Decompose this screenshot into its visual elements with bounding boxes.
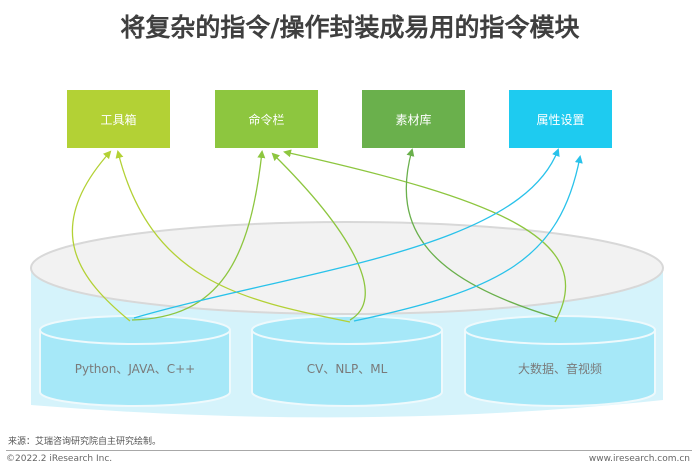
source-note: 来源：艾瑞咨询研究院自主研究绘制。 bbox=[8, 437, 162, 447]
page-title: 将复杂的指令/操作封装成易用的指令模块 bbox=[120, 13, 580, 42]
arrow-db1-to-toolbox bbox=[71, 150, 131, 322]
database-label-2: CV、NLP、ML bbox=[306, 362, 388, 376]
module-properties-label: 属性设置 bbox=[536, 112, 585, 127]
database-cylinder-2 bbox=[251, 315, 443, 407]
database-cylinder-1 bbox=[39, 315, 231, 407]
arrow-db1-to-properties bbox=[133, 148, 560, 319]
module-properties: 属性设置 bbox=[509, 90, 612, 148]
footer-divider bbox=[6, 450, 692, 451]
arrow-db3-to-commandbar bbox=[283, 149, 567, 323]
arrow-db2-to-properties bbox=[353, 155, 583, 322]
copyright: ©2022.2 iResearch Inc. bbox=[6, 454, 113, 464]
module-library: 素材库 bbox=[362, 90, 465, 148]
arrow-db3-to-library bbox=[405, 148, 558, 319]
arrow-db2-to-toolbox bbox=[115, 150, 351, 323]
module-toolbox: 工具箱 bbox=[67, 90, 170, 148]
module-commandbar-label: 命令栏 bbox=[248, 112, 285, 127]
database-label-3: 大数据、音视频 bbox=[517, 362, 602, 376]
arrow-db1-to-commandbar bbox=[131, 150, 266, 321]
module-toolbox-label: 工具箱 bbox=[100, 112, 137, 127]
website-link[interactable]: www.iresearch.com.cn bbox=[588, 454, 690, 464]
module-commandbar: 命令栏 bbox=[215, 90, 318, 148]
module-library-label: 素材库 bbox=[395, 112, 432, 127]
database-label-1: Python、JAVA、C++ bbox=[74, 362, 196, 376]
arrow-db2-to-commandbar bbox=[271, 152, 366, 321]
database-cylinder-3 bbox=[464, 315, 656, 407]
